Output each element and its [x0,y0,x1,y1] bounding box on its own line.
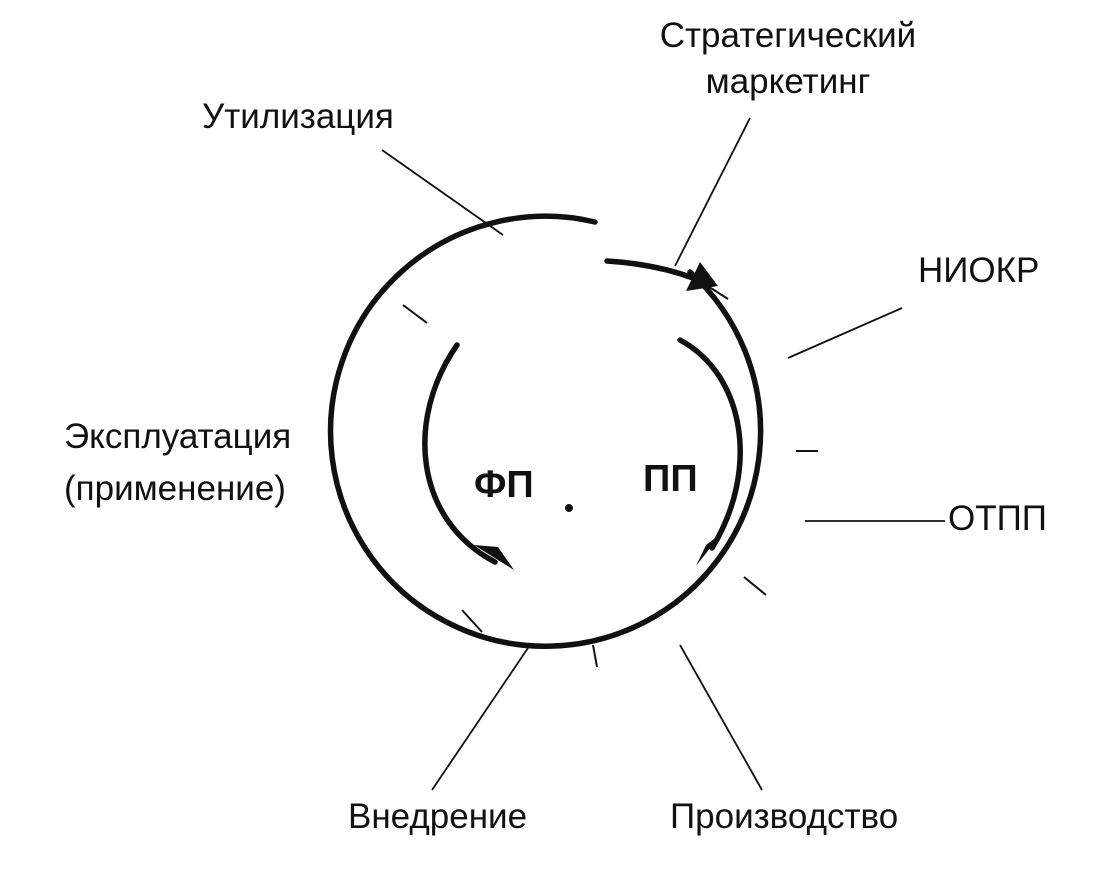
lifecycle-outer-ring [327,213,764,649]
ring-arrow-head [686,262,718,291]
label-strategic-marketing-line2: маркетинг [706,62,871,101]
ring-tick [461,609,483,633]
fp-inner-arrow [422,342,498,565]
leader-utilization [381,149,504,236]
ring-tick [699,280,729,300]
label-fp: ФП [474,464,534,506]
leader-niokr [787,307,903,359]
center-dot [565,504,573,512]
label-utilization: Утилизация [202,97,394,136]
lifecycle-ring-start-segment [604,258,696,281]
label-niokr: НИОКР [918,251,1039,290]
ring-tick [402,304,428,324]
label-implementation: Внедрение [348,797,527,836]
ring-tick [592,644,598,668]
leader-production [679,644,763,791]
label-otpp: ОТПП [948,499,1047,538]
fp-arrow-head [474,545,514,570]
ring-tick [743,576,767,596]
label-pp: ПП [643,458,698,500]
label-production: Производство [670,797,898,836]
leader-implementation [431,644,531,791]
pp-arrow-head [696,533,722,566]
pp-inner-arrow [677,337,743,551]
label-strategic-marketing-line1: Стратегический [660,16,917,55]
leader-strategic-marketing [674,117,751,267]
label-exploitation-line1: Эксплуатация [64,417,291,456]
label-exploitation-line2: (применение) [64,469,286,508]
